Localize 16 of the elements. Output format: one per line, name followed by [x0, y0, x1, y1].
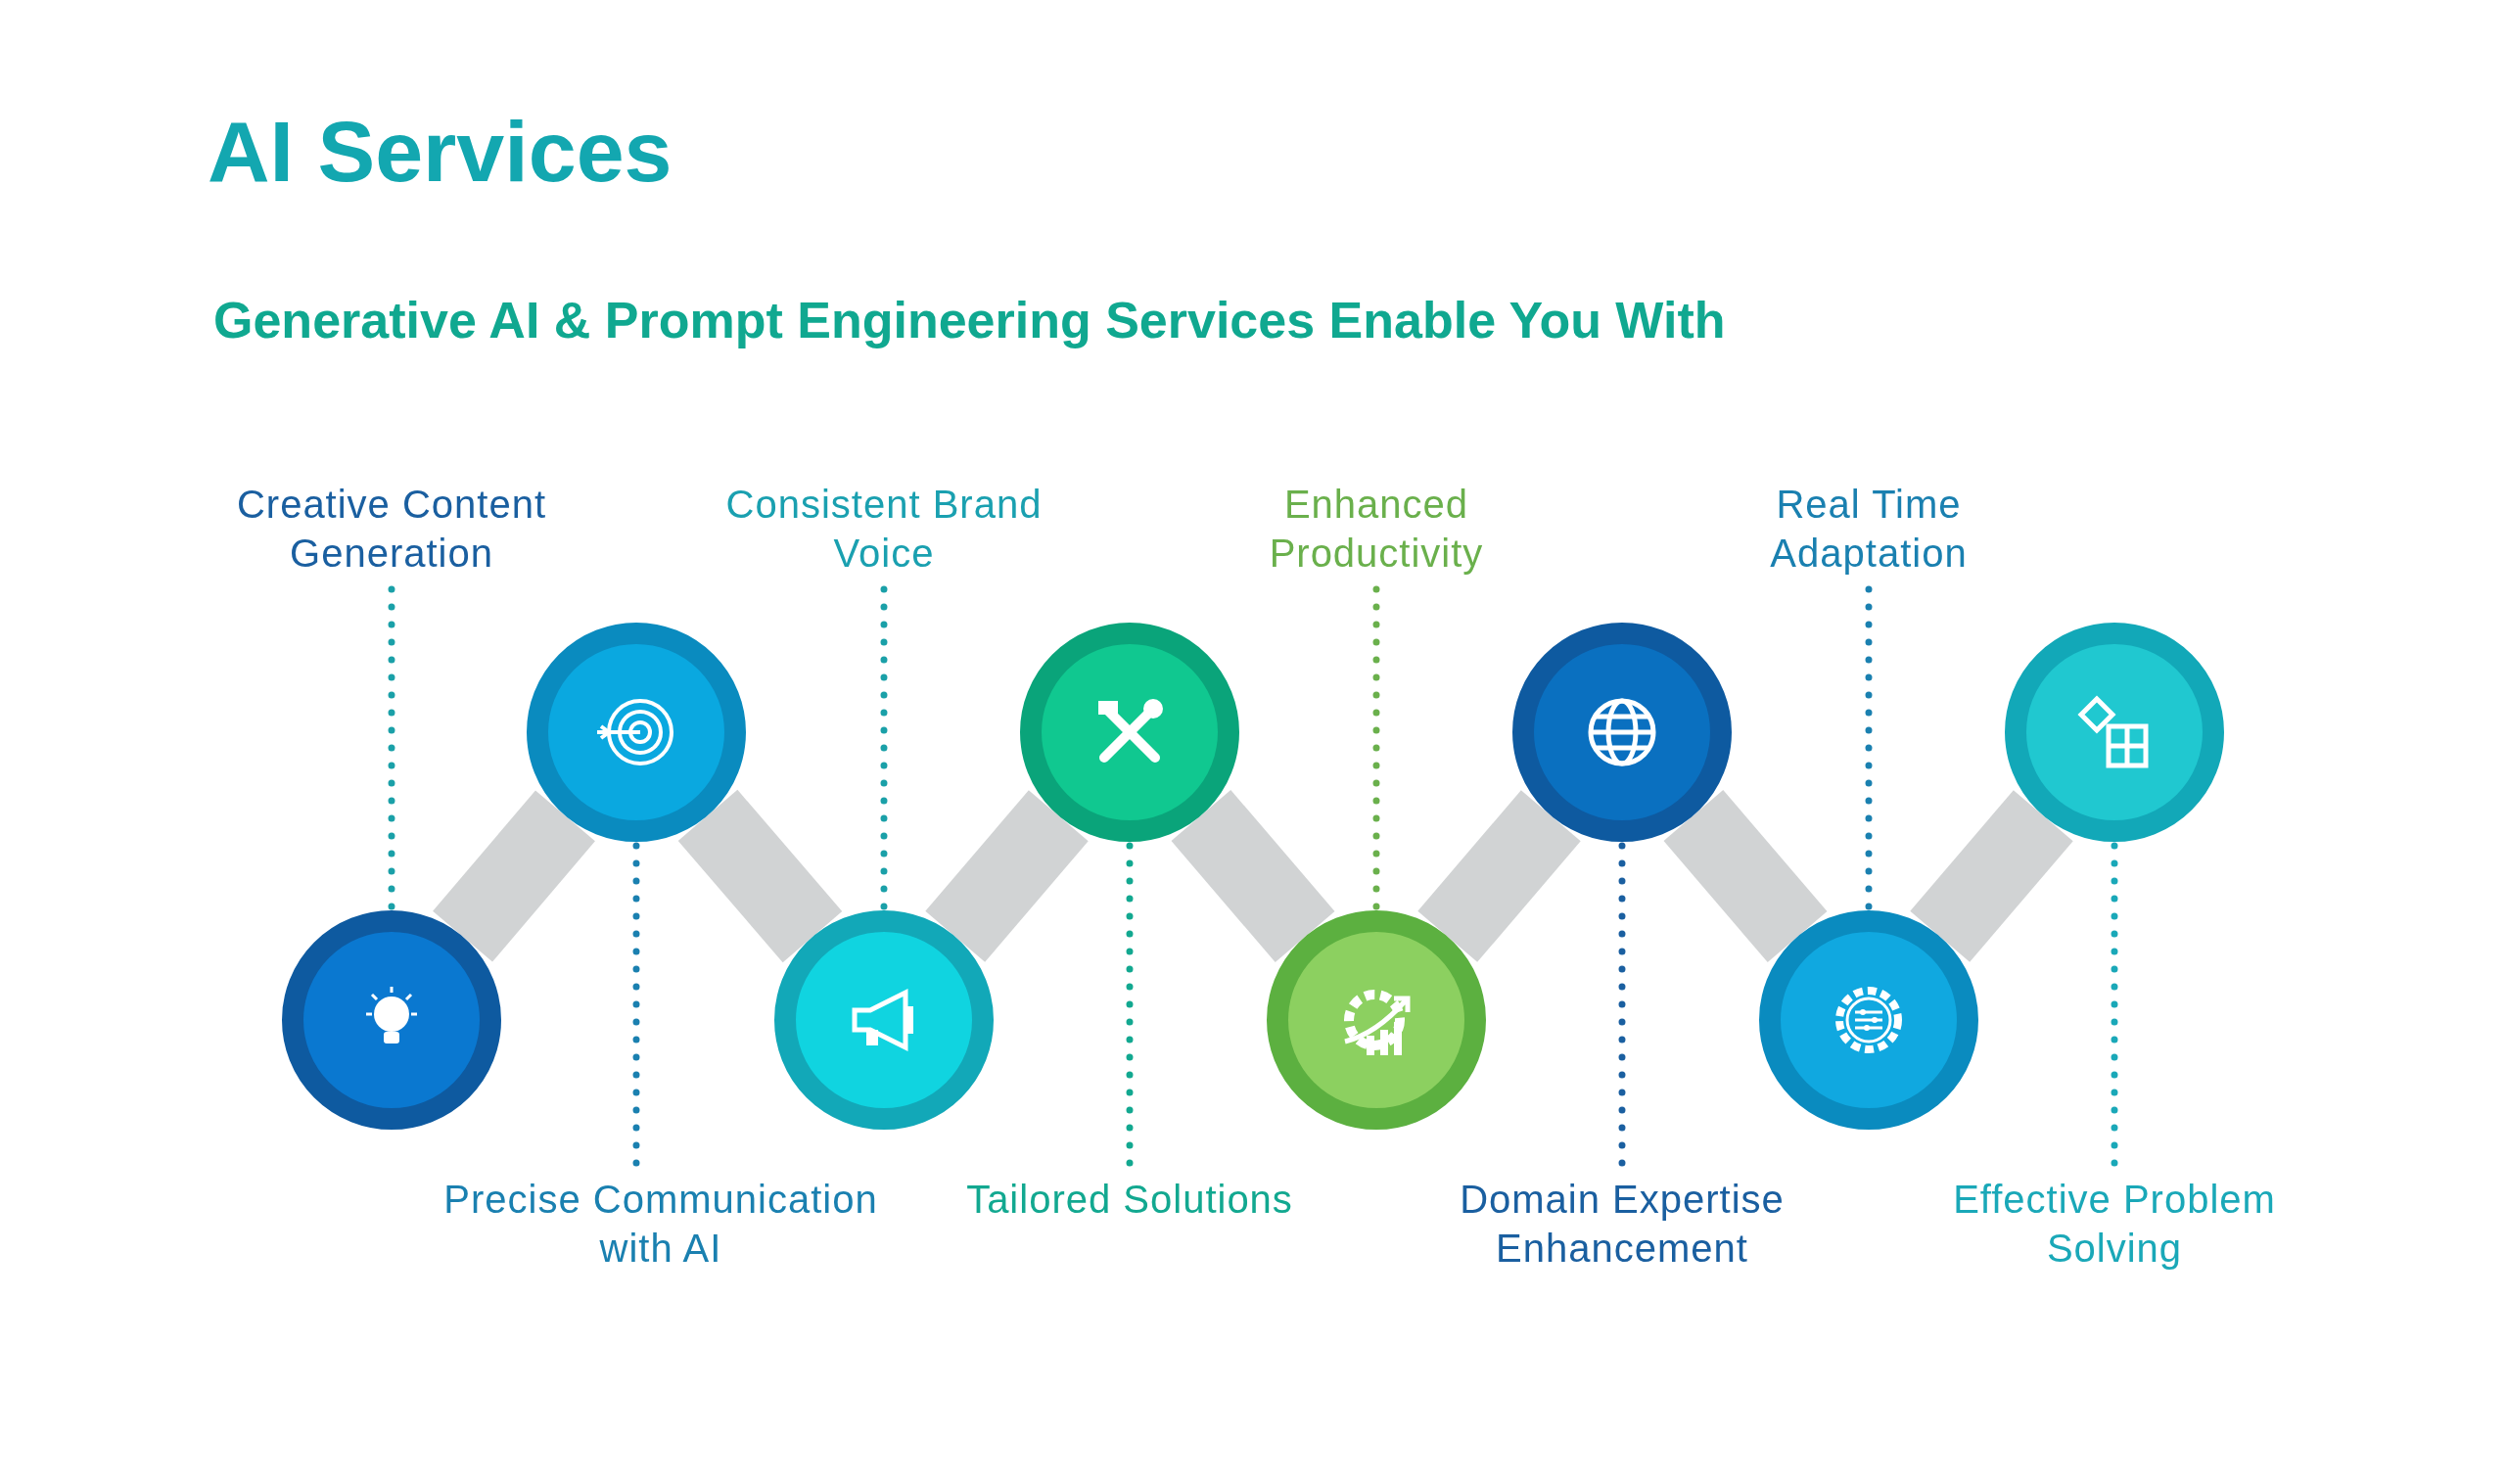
title: AI Services [208, 103, 673, 201]
feature-label: Consistent Brand Voice [698, 480, 1070, 578]
connector-band [1663, 790, 1828, 962]
connector-band [925, 790, 1089, 962]
connector-band [677, 789, 843, 963]
feature-label: Enhanced Productivity [1190, 480, 1562, 578]
feature-label: Precise Communication with AI [406, 1175, 915, 1273]
subtitle: Generative AI & Prompt Engineering Services Enable You With [213, 291, 1726, 350]
feature-label: Effective Problem Solving [1928, 1175, 2300, 1273]
connector-band [1910, 790, 2073, 962]
feature-label: Real Time Adaptation [1683, 480, 2055, 578]
feature-label: Tailored Solutions [953, 1175, 1306, 1224]
connector-band [1417, 790, 1581, 962]
feature-label: Domain Expertise Enhancement [1416, 1175, 1828, 1273]
feature-label: Creative Content Generation [206, 480, 578, 578]
connector-band [1171, 790, 1335, 962]
